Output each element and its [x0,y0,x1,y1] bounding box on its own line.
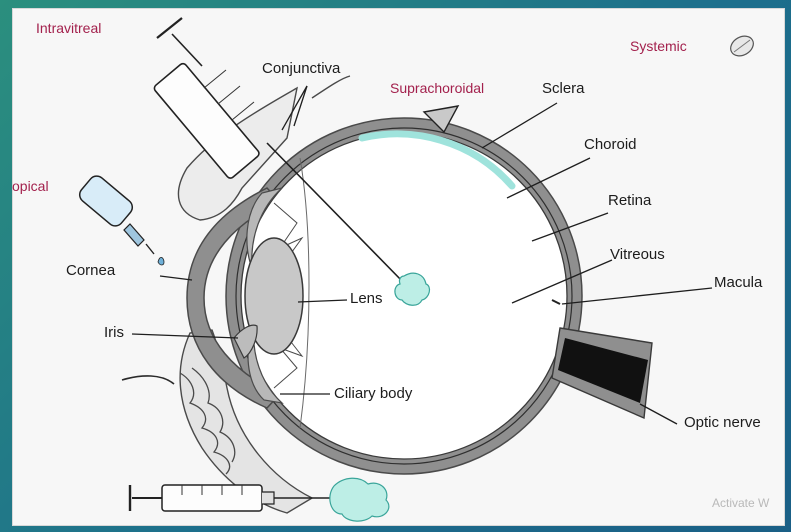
ciliary-body-label: Ciliary body [334,385,412,402]
choroid-label: Choroid [584,136,637,153]
vitreous-label: Vitreous [610,246,665,263]
slide: Intravitreal Systemic Suprachoroidal opi… [12,8,785,526]
sclera-label: Sclera [542,80,585,97]
topical-label: opical [12,178,49,194]
subconjunctival-syringe [130,485,332,511]
subconjunctival-depot [330,478,389,521]
conjunctiva-label: Conjunctiva [262,60,340,77]
suprachoroidal-label: Suprachoroidal [390,80,484,96]
optic-nerve-label: Optic nerve [684,414,761,431]
iris-label: Iris [104,324,124,341]
watermark-text: Activate W [712,496,769,510]
cornea-label: Cornea [66,262,115,279]
retina-label: Retina [608,192,651,209]
eye-drop-bottle-icon [76,173,164,265]
intravitreal-label: Intravitreal [36,20,101,36]
macula-label: Macula [714,274,762,291]
pill-icon [727,32,757,60]
lens-label: Lens [350,290,383,307]
optic-nerve-shape [552,328,652,418]
systemic-label: Systemic [630,38,687,54]
